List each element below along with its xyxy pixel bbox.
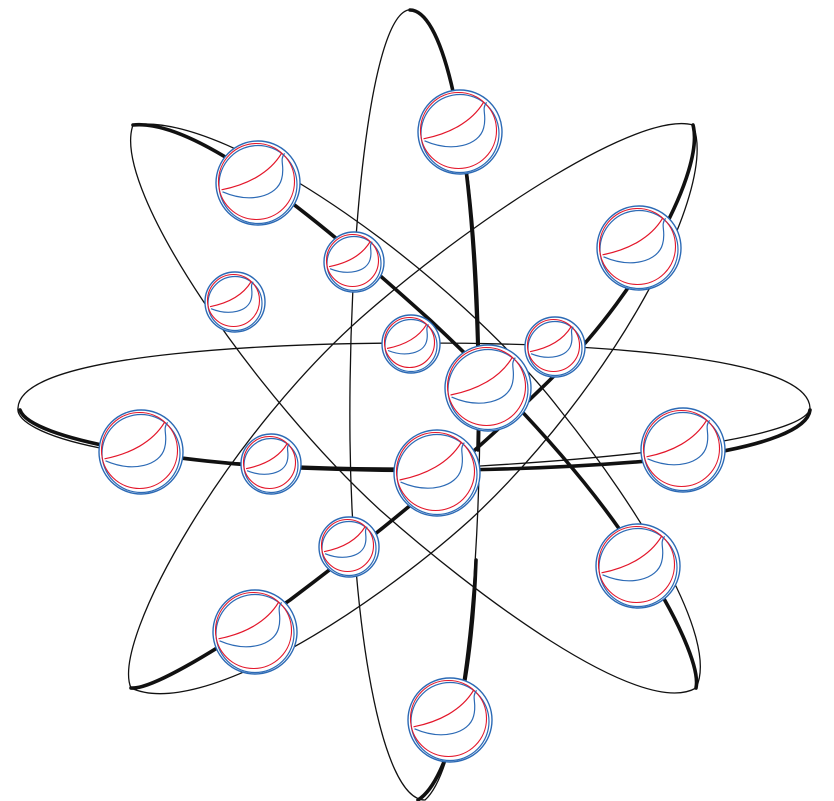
orbit-lines: [18, 10, 810, 800]
node-4: [324, 232, 384, 292]
orbit-diagonal-a-front: [133, 125, 697, 688]
node-15: [213, 590, 297, 674]
node-1: [418, 90, 502, 174]
node-11: [394, 430, 480, 516]
node-13: [319, 517, 379, 577]
node-6: [382, 315, 440, 373]
orbit-front-segments: [20, 10, 810, 800]
node-3: [597, 206, 681, 290]
node-14: [596, 524, 680, 608]
node-12: [641, 408, 725, 492]
node-10: [241, 434, 301, 494]
orbit-diagonal-b-front: [131, 125, 694, 688]
node-2: [216, 141, 300, 225]
node-16: [408, 678, 492, 762]
node-5: [205, 272, 265, 332]
node-9: [99, 410, 183, 494]
node-7: [525, 317, 585, 377]
node-8: [445, 345, 531, 431]
orbit-diagonal-a: [131, 124, 701, 693]
orbit-diagonal-b: [129, 124, 697, 694]
